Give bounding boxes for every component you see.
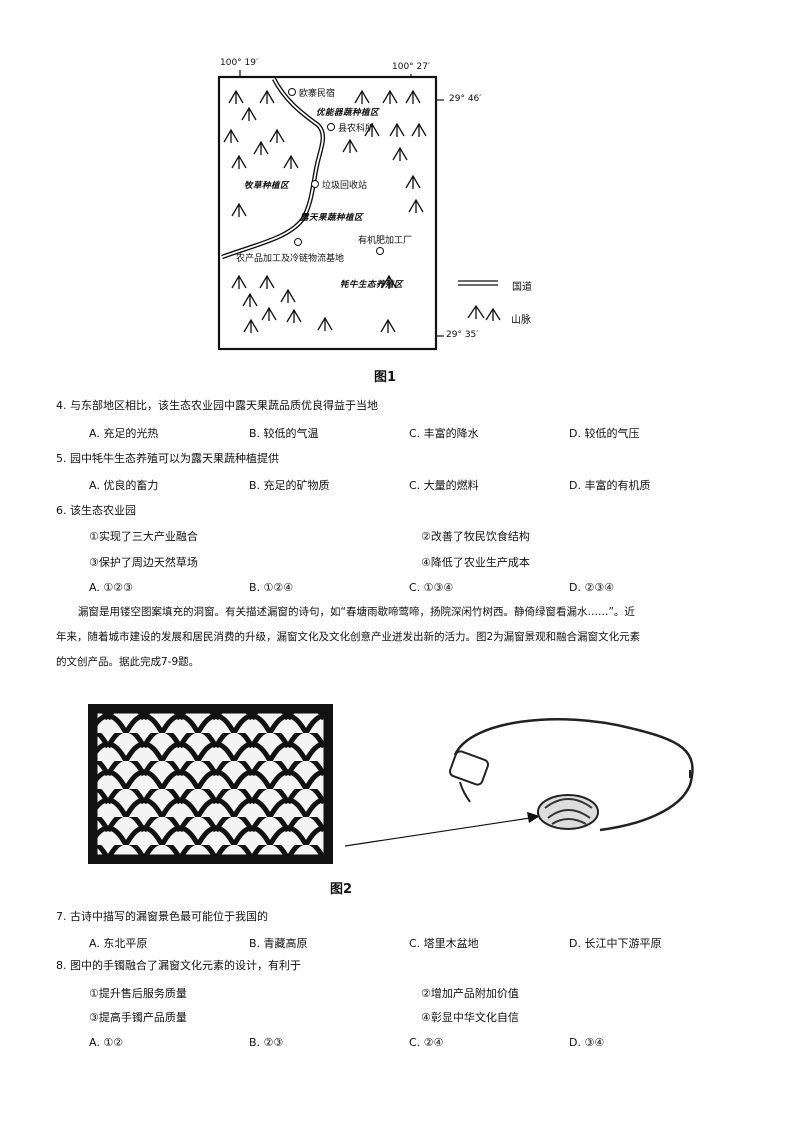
label-nongkesuo: 县农科所 xyxy=(338,124,375,134)
q5-option-a[interactable]: A. 优良的畜力 xyxy=(89,479,159,492)
legend-mountain-label: 山脉 xyxy=(511,315,531,326)
q8-option-b[interactable]: B. ②③ xyxy=(249,1036,284,1049)
q4-option-d[interactable]: D. 较低的气压 xyxy=(569,427,640,440)
q8-item-2: ②增加产品附加价值 xyxy=(421,987,519,1000)
coord-lat-top: 29° 46′ xyxy=(449,94,482,104)
q6-option-c[interactable]: C. ①③④ xyxy=(409,581,454,594)
q8-item-4: ④彰显中华文化自信 xyxy=(421,1011,519,1024)
q7-option-a[interactable]: A. 东北平原 xyxy=(89,937,148,950)
label-zone-youzhi: 优能器蔬种植区 xyxy=(316,108,380,118)
q5-option-d[interactable]: D. 丰富的有机质 xyxy=(569,479,651,492)
label-feiliao: 有机肥加工厂 xyxy=(358,236,413,246)
label-minsu: 欧寨民宿 xyxy=(299,89,336,99)
q4-option-a[interactable]: A. 充足的光热 xyxy=(89,427,159,440)
q6-option-a[interactable]: A. ①②③ xyxy=(89,581,133,594)
label-zone-mucao: 牧草种植区 xyxy=(244,181,290,191)
legend-road-label: 国道 xyxy=(512,282,532,293)
map-drawing xyxy=(217,70,501,351)
coord-lon-right: 100° 27′ xyxy=(392,62,431,72)
figure2-arrow xyxy=(344,817,531,847)
q6-option-d[interactable]: D. ②③④ xyxy=(569,581,615,594)
q6-item-3: ③保护了周边天然草场 xyxy=(89,556,198,569)
mountain-symbols xyxy=(223,89,427,333)
figure1-caption: 图1 xyxy=(374,370,397,385)
passage: 漏窗是用镂空图案填充的洞窗。有关描述漏窗的诗句，如“春塘雨歇啼莺啼，扬院深闲竹树… xyxy=(56,600,740,675)
q7-option-c[interactable]: C. 塔里木盆地 xyxy=(409,937,479,950)
map-frame xyxy=(217,75,438,351)
bracelet-clasp xyxy=(448,750,490,786)
lattice-window-pattern xyxy=(96,712,325,856)
poi-dot-feiliao xyxy=(376,247,384,255)
q7-option-d[interactable]: D. 长江中下游平原 xyxy=(569,937,662,950)
label-zone-maoniu: 牦牛生态养殖区 xyxy=(340,280,404,290)
label-zone-lutian: 露天果蔬种植区 xyxy=(300,213,364,223)
q6-option-b[interactable]: B. ①②④ xyxy=(249,581,294,594)
q5-option-b[interactable]: B. 充足的矿物质 xyxy=(249,479,330,492)
q6-item-4: ④降低了农业生产成本 xyxy=(421,556,530,569)
q5-stem: 5. 园中牦牛生态养殖可以为露天果蔬种植提供 xyxy=(56,452,279,465)
q6-stem: 6. 该生态农业园 xyxy=(56,504,136,517)
legend-mountain-symbol xyxy=(467,304,501,321)
poi-dot-minsu xyxy=(288,88,296,96)
poi-dot-nongkesuo xyxy=(327,123,335,131)
q4-stem: 4. 与东部地区相比，该生态农业园中露天果蔬品质优良得益于当地 xyxy=(56,399,378,412)
label-laji: 垃圾回收站 xyxy=(322,181,368,191)
q8-stem: 8. 图中的手镯融合了漏窗文化元素的设计，有利于 xyxy=(56,959,301,972)
poi-dot-wuliu xyxy=(294,238,302,246)
q8-option-c[interactable]: C. ②④ xyxy=(409,1036,444,1049)
q5-option-c[interactable]: C. 大量的燃料 xyxy=(409,479,479,492)
passage-line-2: 年来，随着城市建设的发展和居民消费的升级，漏窗文化及文化创意产业迸发出新的活力。… xyxy=(56,631,641,643)
bracelet-band xyxy=(453,717,694,832)
q4-option-b[interactable]: B. 较低的气温 xyxy=(249,427,319,440)
q8-item-3: ③提高手镯产品质量 xyxy=(89,1011,187,1024)
label-wuliu: 农产品加工及冷链物流基地 xyxy=(236,254,345,264)
poi-dot-laji xyxy=(311,180,319,188)
q8-item-1: ①提升售后服务质量 xyxy=(89,987,187,1000)
q8-option-d[interactable]: D. ③④ xyxy=(569,1036,605,1049)
passage-line-3: 的文创产品。据此完成7-9题。 xyxy=(56,656,200,668)
coord-lon-left: 100° 19′ xyxy=(220,58,259,68)
figure2-caption: 图2 xyxy=(330,882,353,897)
q7-option-b[interactable]: B. 青藏高原 xyxy=(249,937,308,950)
q6-item-2: ②改善了牧民饮食结构 xyxy=(421,530,530,543)
q7-stem: 7. 古诗中描写的漏窗景色最可能位于我国的 xyxy=(56,910,268,923)
q6-item-1: ①实现了三大产业融合 xyxy=(89,530,198,543)
national-road xyxy=(221,77,326,260)
bracelet-charm xyxy=(537,794,599,830)
passage-line-1: 漏窗是用镂空图案填充的洞窗。有关描述漏窗的诗句，如“春塘雨歇啼莺啼，扬院深闲竹树… xyxy=(78,606,635,618)
q8-option-a[interactable]: A. ①② xyxy=(89,1036,124,1049)
figure2-drawing xyxy=(88,704,694,864)
coord-lat-bottom: 29° 35′ xyxy=(446,330,479,340)
q4-option-c[interactable]: C. 丰富的降水 xyxy=(409,427,479,440)
